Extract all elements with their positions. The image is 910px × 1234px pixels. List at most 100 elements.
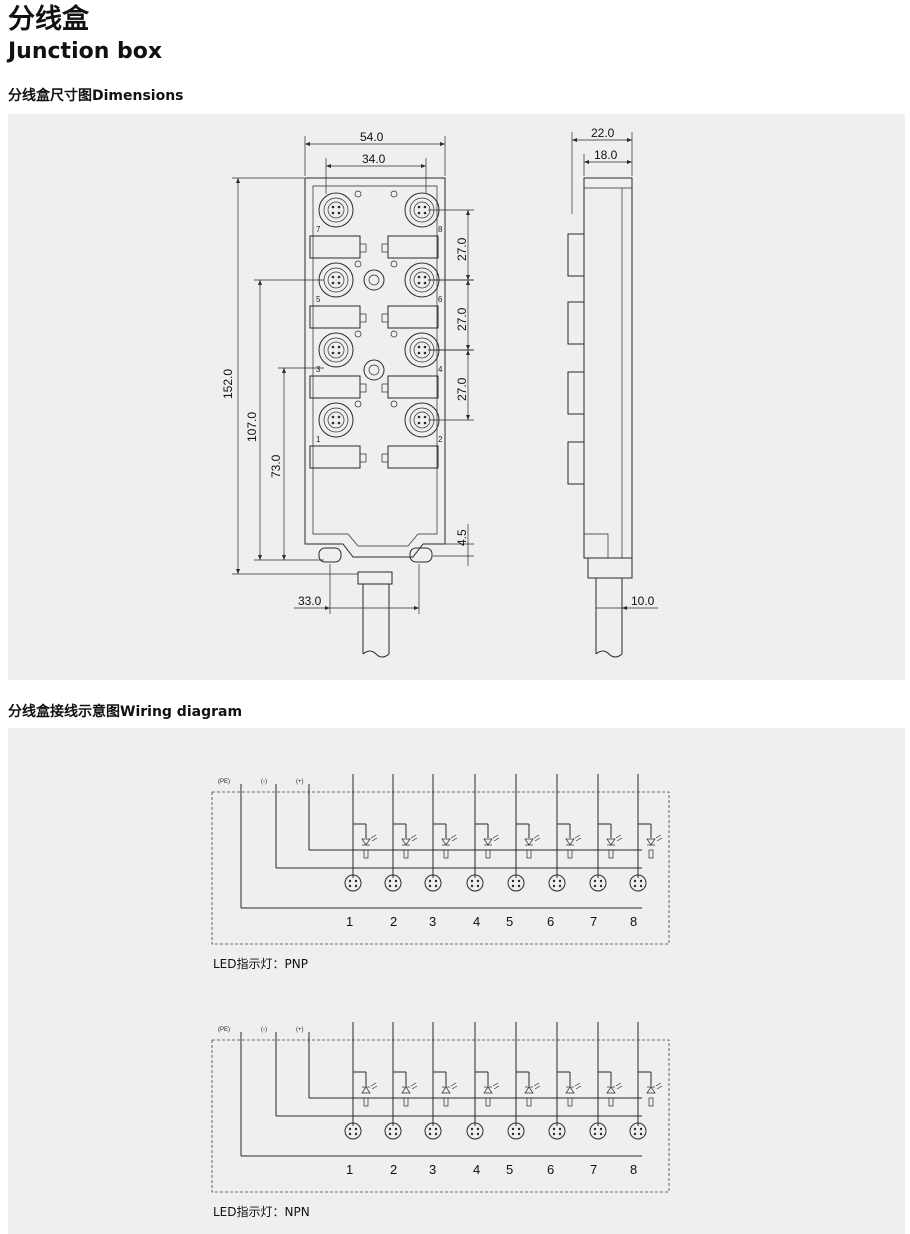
label-window <box>309 445 361 469</box>
connector-symbol <box>424 874 442 892</box>
connector-pin <box>470 1132 474 1136</box>
connector-number: 5 <box>506 1162 513 1177</box>
resistor-icon <box>363 849 369 859</box>
dimension-arrow <box>466 350 470 355</box>
resistor-icon <box>608 849 614 859</box>
led-icon <box>441 1086 451 1094</box>
dimension-mount-offset: 4.5 <box>455 529 469 546</box>
port-pin <box>331 345 335 349</box>
led-light-arrow <box>370 1082 378 1090</box>
led-window <box>359 383 367 393</box>
rail-label: (+) <box>296 1027 304 1033</box>
side-view-body <box>583 177 633 559</box>
connector-number: 5 <box>506 914 513 929</box>
connector-pin <box>434 884 438 888</box>
led-icon <box>646 838 656 846</box>
junction-box-outline <box>304 177 446 558</box>
connector-pin <box>633 879 637 883</box>
led-light-arrow <box>615 1082 623 1090</box>
dimension-port-spacing: 27.0 <box>455 237 469 261</box>
m8-port-insert <box>327 341 345 359</box>
connector-pin <box>388 879 392 883</box>
m8-port-insert <box>327 411 345 429</box>
connector-symbol <box>424 1122 442 1140</box>
port-number-label: 1 <box>316 435 321 444</box>
connector-number: 1 <box>346 914 353 929</box>
led-icon <box>606 838 616 846</box>
dimension-arrow <box>466 345 470 350</box>
port-number-label: 3 <box>316 365 321 374</box>
connector-pin <box>428 1132 432 1136</box>
resistor-icon <box>526 1097 532 1107</box>
label-window <box>387 235 439 259</box>
port-pin <box>337 345 341 349</box>
dimension-arrow <box>414 606 419 610</box>
label-window <box>387 375 439 399</box>
dimension-arrow <box>282 368 286 373</box>
led-light-arrow <box>492 1082 500 1090</box>
label-window <box>387 305 439 329</box>
wiring-section-title: 分线盒接线示意图Wiring diagram <box>8 704 243 720</box>
m8-port-thread <box>323 197 349 223</box>
port-pin <box>423 205 427 209</box>
status-led-dot <box>390 260 398 268</box>
port-pin <box>337 275 341 279</box>
connector-pin <box>517 884 521 888</box>
resistor-icon <box>648 1097 654 1107</box>
dimensions-section-title: 分线盒尺寸图Dimensions <box>8 88 184 104</box>
label-window <box>309 305 361 329</box>
led-icon <box>441 838 451 846</box>
port-pin <box>337 415 341 419</box>
led-light-arrow <box>655 1082 663 1090</box>
port-pin <box>331 281 335 285</box>
connector-pin <box>558 1132 562 1136</box>
port-pin <box>417 275 421 279</box>
mounting-slot-left <box>318 547 342 563</box>
connector-pin <box>599 884 603 888</box>
status-led-dot <box>354 330 362 338</box>
connector-pin <box>428 1127 432 1131</box>
connector-number: 7 <box>590 1162 597 1177</box>
connector-symbol <box>589 874 607 892</box>
connector-number: 4 <box>473 1162 480 1177</box>
connector-pin <box>511 1127 515 1131</box>
dimension-arrow <box>236 178 240 183</box>
connector-pin <box>552 879 556 883</box>
connector-pin <box>354 879 358 883</box>
led-light-arrow <box>615 834 623 842</box>
m8-port-insert <box>413 271 431 289</box>
resistor-icon <box>567 1097 573 1107</box>
connector-pin <box>558 879 562 883</box>
cable-break <box>362 650 390 658</box>
connector-pin <box>476 1132 480 1136</box>
side-view-cable-gland <box>587 557 633 579</box>
led-window <box>381 453 389 463</box>
port-pin <box>337 421 341 425</box>
led-window <box>381 243 389 253</box>
status-led-dot <box>390 400 398 408</box>
connector-symbol <box>548 1122 566 1140</box>
connector-symbol <box>344 874 362 892</box>
port-pin <box>331 351 335 355</box>
status-led-dot <box>390 190 398 198</box>
port-number-label: 6 <box>438 295 443 304</box>
connector-pin <box>599 1127 603 1131</box>
connector-pin <box>470 879 474 883</box>
port-number-label: 8 <box>438 225 443 234</box>
status-led-dot <box>354 260 362 268</box>
resistor-icon <box>567 849 573 859</box>
m8-port-insert <box>413 411 431 429</box>
connector-pin <box>476 879 480 883</box>
dimension-arrow <box>258 280 262 285</box>
dimension-arrow <box>622 606 627 610</box>
side-view-port-4 <box>567 441 585 485</box>
dimension-height-port-1-2: 107.0 <box>245 412 259 442</box>
side-view-port-1 <box>567 233 585 277</box>
port-pin <box>331 211 335 215</box>
led-light-arrow <box>410 834 418 842</box>
side-view-port-3 <box>567 371 585 415</box>
dimension-arrow <box>466 415 470 420</box>
connector-pin <box>633 884 637 888</box>
led-icon <box>483 838 493 846</box>
